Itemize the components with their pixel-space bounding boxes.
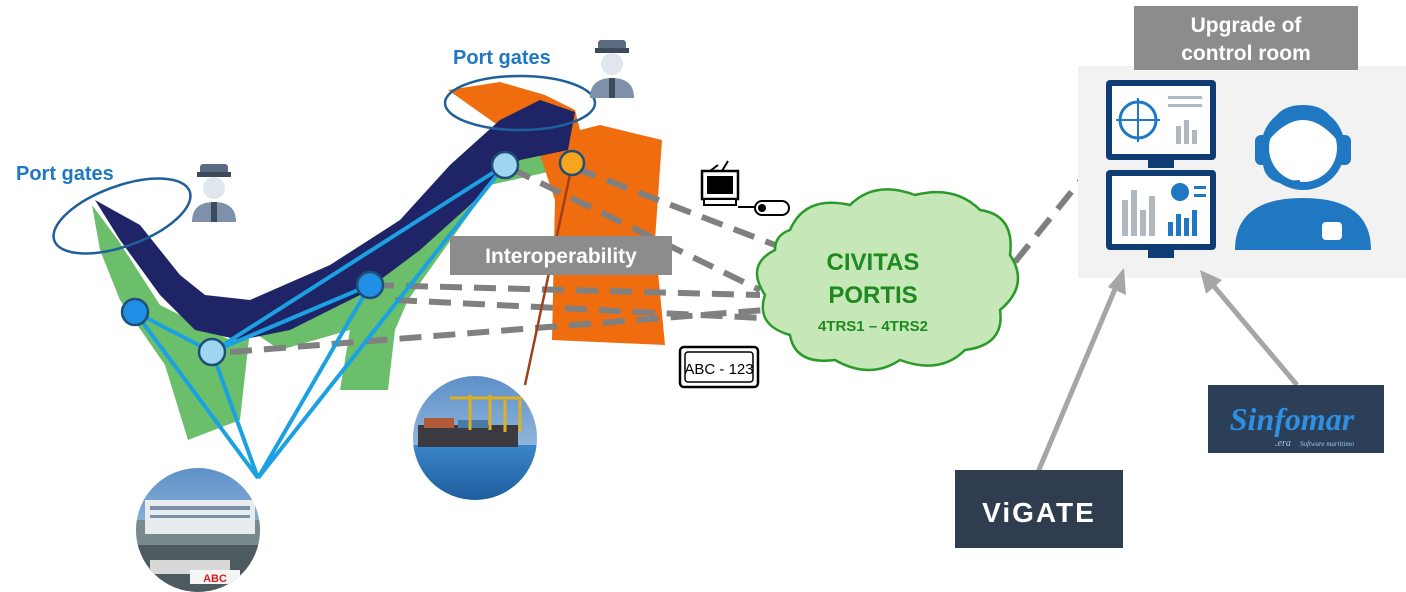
gate-ellipse-left (52, 177, 192, 255)
crane-photo (413, 376, 537, 500)
port-area-orange (448, 82, 665, 345)
dash-line-2 (573, 165, 777, 248)
dashboard-monitor-icon-top (1106, 80, 1216, 168)
ferry-photo: ABC (136, 468, 260, 592)
cloud-title-1: CIVITAS (827, 249, 920, 276)
link-7 (210, 163, 507, 354)
arrow-vigate-head (1108, 268, 1126, 295)
port-gates-label-left: Port gates (16, 163, 114, 185)
port-area-navy (95, 100, 575, 340)
arrow-vigate (1035, 281, 1121, 473)
sinfomar-logo-sub: Software marittimo (1300, 440, 1354, 448)
node-left (120, 297, 150, 327)
link-1 (133, 310, 260, 480)
dash-line-3 (371, 282, 761, 298)
civitas-cloud (755, 188, 1020, 372)
vigate-logo: ViGATE (955, 470, 1123, 548)
dashboard-monitor-icon-bottom (1106, 170, 1216, 258)
link-2 (210, 351, 260, 479)
node-top (490, 150, 520, 180)
port-area-green-mid (250, 150, 560, 390)
guard-icon-top (590, 40, 634, 98)
upgrade-label-2: control room (1181, 42, 1311, 65)
cloud-subtitle: 4TRS1 – 4TRS2 (818, 318, 928, 335)
link-5 (134, 310, 213, 354)
node-lower (197, 337, 227, 367)
arrow-sinfomar (1210, 282, 1299, 387)
link-6 (211, 283, 371, 354)
plate-text: ABC - 123 (684, 361, 753, 378)
sinfomar-logo: Sinfomar .era Software marittimo (1208, 385, 1384, 453)
link-3 (256, 283, 372, 480)
dash-line-1 (508, 165, 762, 293)
node-mid (355, 270, 385, 300)
cctv-icon (700, 160, 790, 216)
operator-headset-icon (1235, 105, 1371, 250)
port-gates-label-top: Port gates (453, 47, 551, 69)
sinfomar-logo-era: .era (1275, 438, 1291, 449)
upgrade-label-1: Upgrade of (1191, 14, 1303, 37)
gate-ellipse-top (443, 74, 597, 132)
link-4 (256, 163, 507, 480)
dash-line-5 (229, 307, 766, 355)
interoperability-label: Interoperability (485, 245, 637, 268)
sinfomar-logo-text: Sinfomar (1230, 401, 1355, 437)
cloud-title-2: PORTIS (828, 282, 917, 309)
vigate-logo-text: ViGATE (982, 497, 1096, 528)
upgrade-box (1134, 6, 1358, 70)
arrow-sinfomar-head (1200, 270, 1222, 294)
guard-icon-left (192, 164, 236, 222)
interoperability-box (450, 236, 672, 275)
license-plate-icon: ABC - 123 (678, 345, 760, 389)
node-orange (558, 149, 586, 177)
truck-logo: ABC (203, 573, 227, 585)
dash-line-4 (394, 297, 763, 321)
dash-line-6 (1012, 173, 1088, 264)
port-area-green-left (92, 205, 250, 440)
